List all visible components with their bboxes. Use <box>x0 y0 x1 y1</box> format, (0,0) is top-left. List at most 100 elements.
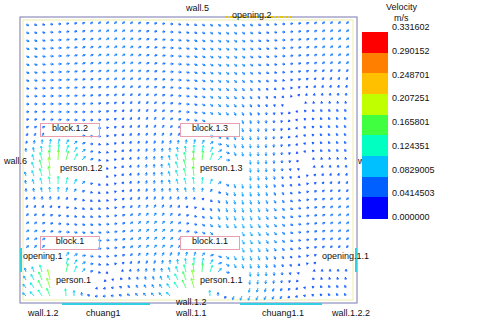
velocity-vector <box>337 117 339 120</box>
velocity-vector <box>346 77 348 80</box>
velocity-vector <box>122 30 125 32</box>
velocity-vector <box>338 62 340 64</box>
velocity-vector <box>226 112 228 115</box>
velocity-vector <box>178 252 180 256</box>
velocity-vector <box>234 96 236 99</box>
velocity-vector <box>25 148 27 152</box>
velocity-vector <box>290 256 292 258</box>
velocity-vector <box>314 54 317 56</box>
velocity-vector <box>320 142 322 144</box>
velocity-vector <box>162 47 165 49</box>
velocity-vector <box>241 152 243 156</box>
velocity-vector <box>82 79 85 81</box>
velocity-vector <box>210 199 212 201</box>
velocity-vector <box>258 224 260 228</box>
velocity-vector <box>298 199 301 201</box>
velocity-vector <box>330 190 332 192</box>
velocity-vector <box>290 79 293 81</box>
velocity-vector <box>74 71 77 73</box>
velocity-vector <box>234 192 236 196</box>
velocity-vector <box>194 71 197 73</box>
velocity-vector <box>265 112 267 115</box>
velocity-vector <box>129 133 131 136</box>
velocity-vector <box>98 215 101 217</box>
velocity-vector <box>288 288 290 290</box>
object-label: wall.1.1 <box>176 308 207 319</box>
velocity-vector <box>137 173 139 176</box>
velocity-vector <box>321 269 323 272</box>
velocity-vector <box>137 157 139 160</box>
velocity-vector <box>314 223 317 225</box>
velocity-vector <box>281 136 283 139</box>
velocity-vector <box>232 296 234 300</box>
velocity-vector <box>106 111 109 113</box>
velocity-vector <box>242 104 244 107</box>
velocity-vector <box>298 87 300 89</box>
velocity-vector <box>170 222 172 224</box>
velocity-vector <box>266 248 268 251</box>
velocity-vector <box>346 38 349 40</box>
velocity-vector <box>58 31 61 33</box>
velocity-vector <box>30 292 34 296</box>
velocity-vector <box>328 294 330 296</box>
velocity-vector <box>98 54 101 56</box>
velocity-vector <box>250 96 252 99</box>
velocity-vector <box>306 239 309 241</box>
velocity-vector <box>177 188 179 192</box>
velocity-vector <box>26 40 29 42</box>
velocity-vector <box>130 54 133 56</box>
velocity-vector <box>106 215 109 217</box>
velocity-vector <box>226 208 228 212</box>
velocity-vector <box>241 144 243 148</box>
velocity-vector <box>218 88 221 90</box>
velocity-vector <box>34 119 37 121</box>
velocity-vector <box>314 262 316 264</box>
velocity-vector <box>234 208 236 212</box>
velocity-vector <box>337 85 339 88</box>
velocity-vector <box>313 270 315 272</box>
object-label: person.1.3 <box>200 163 243 174</box>
velocity-vector <box>242 48 245 50</box>
velocity-vector <box>330 38 333 40</box>
velocity-vector <box>170 71 173 73</box>
velocity-vector <box>194 111 197 113</box>
velocity-vector <box>154 117 156 120</box>
velocity-vector <box>122 198 124 200</box>
velocity-vector <box>162 102 165 104</box>
velocity-vector <box>106 30 109 32</box>
velocity-vector <box>258 80 260 82</box>
velocity-vector <box>48 167 50 176</box>
velocity-vector <box>138 213 140 216</box>
velocity-vector <box>273 112 275 115</box>
velocity-vector <box>312 286 314 288</box>
velocity-vector <box>257 136 259 140</box>
velocity-vector <box>74 207 77 209</box>
velocity-vector <box>297 94 299 96</box>
velocity-vector <box>145 141 147 144</box>
velocity-vector <box>186 119 189 121</box>
velocity-vector <box>273 280 275 283</box>
velocity-vector <box>250 112 252 115</box>
velocity-vector <box>306 71 308 73</box>
velocity-vector <box>210 142 213 144</box>
velocity-vector <box>266 200 268 204</box>
velocity-vector <box>176 154 178 160</box>
velocity-vector <box>90 263 93 265</box>
velocity-vector <box>281 128 283 131</box>
velocity-vector <box>306 63 309 65</box>
velocity-vector <box>146 62 149 64</box>
velocity-vector <box>82 262 85 264</box>
velocity-vector <box>202 112 205 114</box>
velocity-vector <box>257 112 259 115</box>
block-label: block.1.3 <box>187 124 233 133</box>
velocity-vector <box>170 253 172 256</box>
velocity-vector <box>338 238 340 240</box>
velocity-vector <box>169 197 171 200</box>
velocity-vector <box>210 104 213 106</box>
velocity-vector <box>290 39 293 41</box>
block-outline: block.1 <box>40 236 100 250</box>
velocity-vector <box>218 262 222 264</box>
velocity-vector <box>169 260 171 264</box>
velocity-vector <box>290 71 293 73</box>
velocity-vector <box>345 277 347 280</box>
